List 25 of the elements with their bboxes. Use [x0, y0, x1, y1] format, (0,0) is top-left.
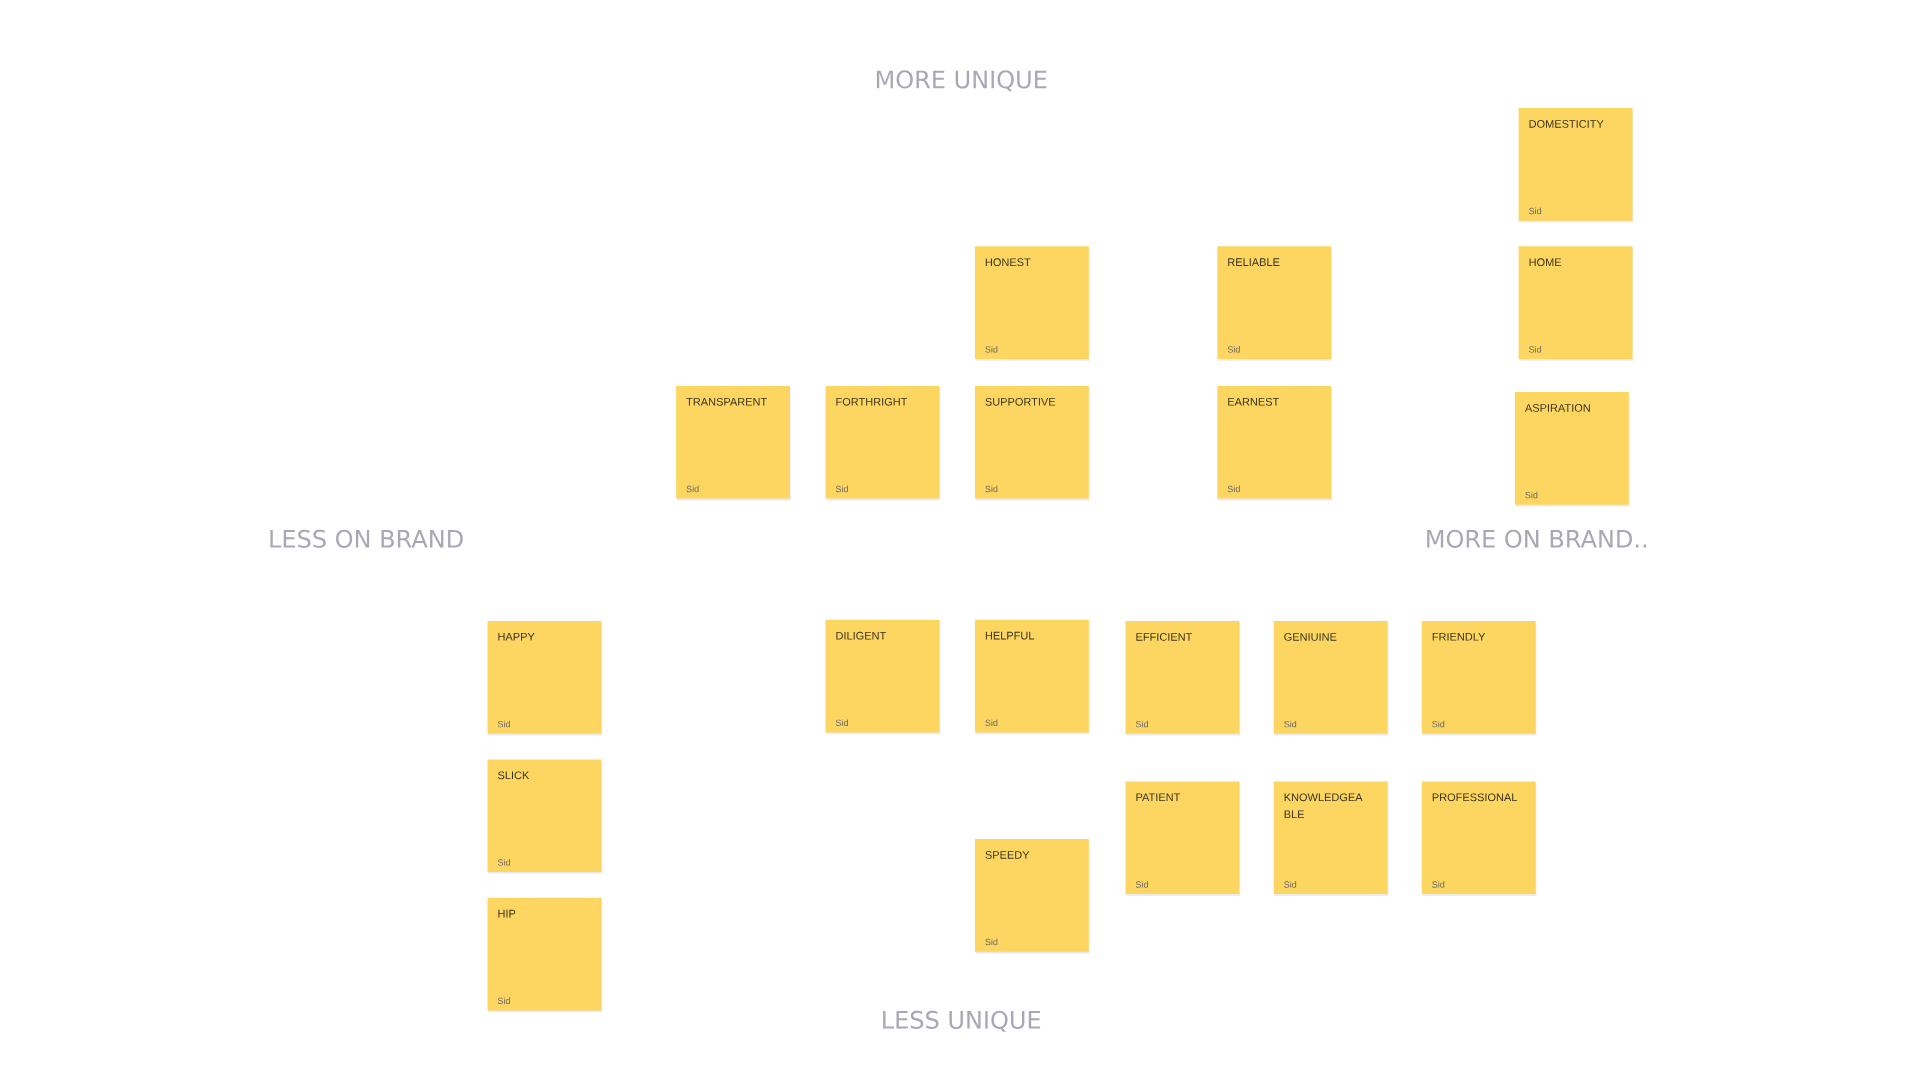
sticky-note: PROFESSIONAL Sid — [1421, 781, 1537, 896]
sticky-note: EARNEST Sid — [1217, 385, 1332, 501]
sticky-note: SUPPORTIVE Sid — [974, 385, 1090, 501]
axis-label: LESS ON BRAND — [270, 529, 463, 548]
sticky-note: KNOWLEDGEA BLE Sid — [1273, 781, 1389, 896]
sticky-note: HELPFUL Sid — [974, 619, 1090, 735]
sticky-note: FRIENDLY Sid — [1421, 621, 1537, 736]
sticky-note: HIP Sid — [487, 897, 603, 1013]
axis-label: MORE UNIQUE — [876, 70, 1047, 92]
sticky-note: GENIUINE Sid — [1273, 621, 1389, 736]
sticky-note: DILIGENT Sid — [825, 619, 941, 735]
sticky-note: HONEST Sid — [974, 246, 1090, 361]
sticky-note: SLICK Sid — [487, 759, 603, 874]
sticky-note: HOME Sid — [1518, 246, 1634, 361]
sticky-note: DOMESTICITY Sid — [1518, 108, 1634, 223]
sticky-note: HAPPY Sid — [487, 621, 603, 736]
axis-label: MORE ON BRAND.. — [1427, 529, 1647, 548]
sticky-note: EFFICIENT Sid — [1125, 621, 1241, 736]
sticky-note: SPEEDY Sid — [974, 839, 1090, 954]
sticky-note: FORTHRIGHT Sid — [825, 385, 941, 501]
sticky-note: PATIENT Sid — [1125, 781, 1241, 896]
sticky-note: TRANSPARENT Sid — [676, 385, 791, 501]
axis-label: LESS UNIQUE — [883, 1010, 1041, 1032]
sticky-note: RELIABLE Sid — [1217, 246, 1332, 361]
sticky-note: ASPIRATION Sid — [1514, 392, 1630, 507]
